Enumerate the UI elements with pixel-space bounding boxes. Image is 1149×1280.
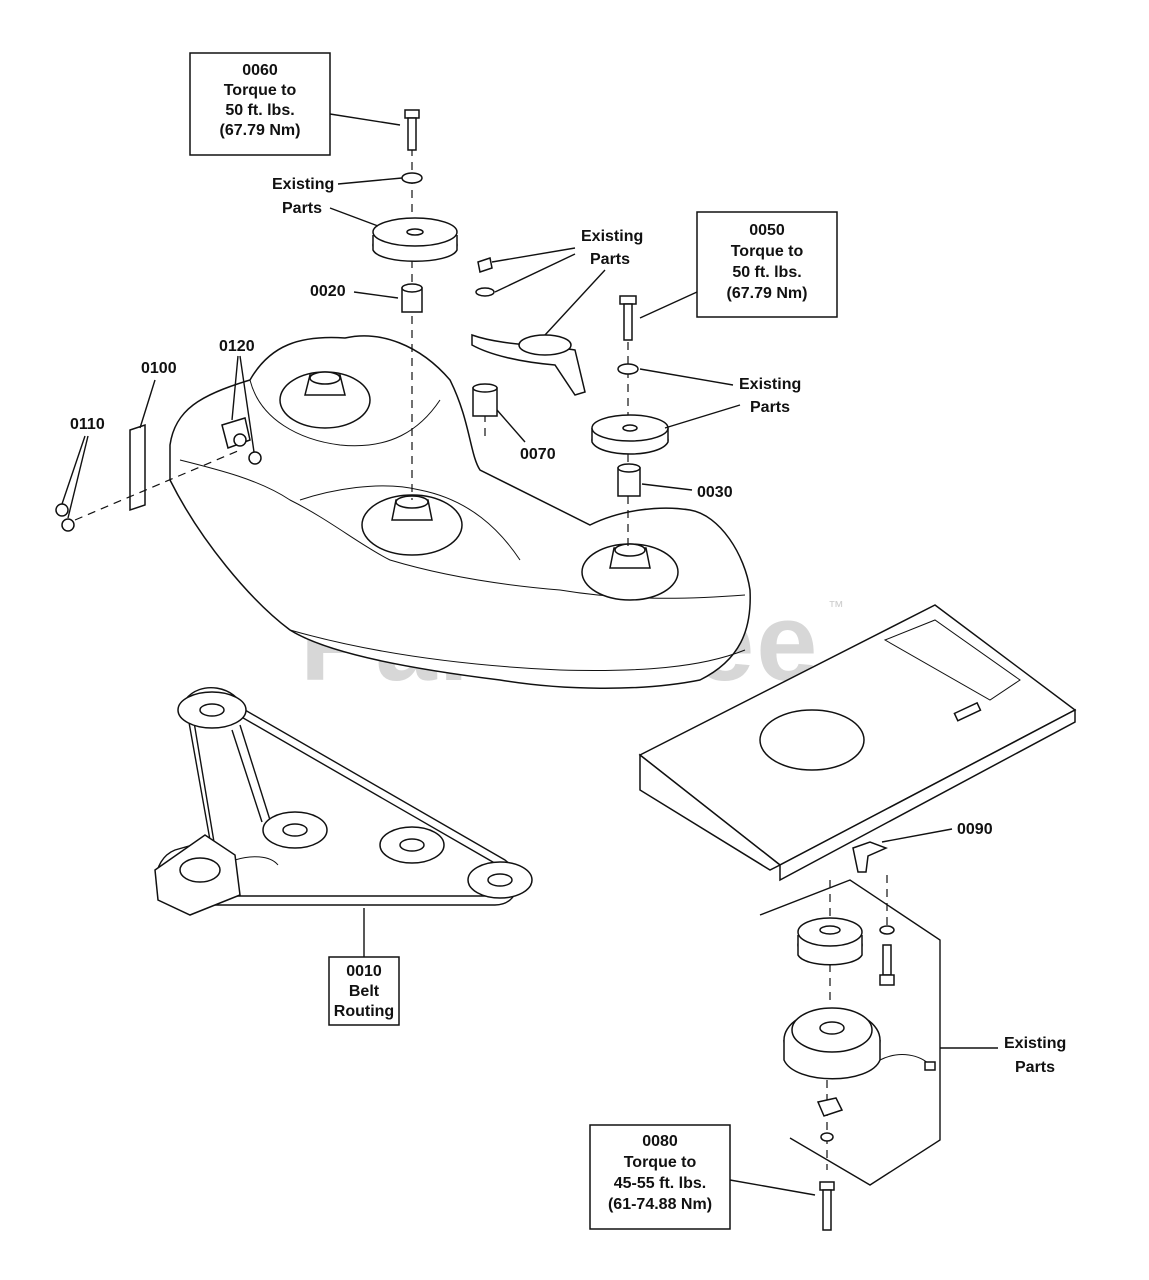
label-0090: 0090 — [957, 821, 993, 838]
bolt-0080 — [819, 1181, 835, 1231]
leader-0100 — [139, 379, 156, 429]
spindle-right — [581, 543, 679, 601]
leader-existing-2c — [544, 269, 606, 336]
callout-box-0080: 0080 Torque to 45-55 ft. lbs. (61-74.88 … — [589, 1124, 731, 1230]
bracket-0100 — [129, 423, 146, 512]
callout-0050-line-4: (67.79 Nm) — [727, 285, 808, 302]
tractor-frame — [638, 604, 1077, 882]
existing-parts-bracket — [759, 879, 941, 1186]
bolt-0050 — [619, 295, 637, 341]
label-existing-parts-1-line-2: Parts — [282, 200, 322, 217]
label-0100: 0100 — [141, 360, 177, 377]
spindle-left — [279, 371, 371, 429]
label-existing-parts-2-line-2: Parts — [590, 251, 630, 268]
leader-existing-2b — [494, 253, 576, 293]
belt-idler-bracket — [154, 834, 279, 916]
leader-existing-1a — [337, 177, 403, 185]
bolt-0060 — [404, 109, 420, 151]
leader-0030 — [641, 483, 693, 491]
callout-0060-line-3: 50 ft. lbs. — [225, 102, 294, 119]
callout-0060-line-1: 0060 — [242, 62, 278, 79]
callout-0080-line-3: 45-55 ft. lbs. — [614, 1175, 706, 1192]
leader-existing-3b — [664, 404, 741, 429]
clutch-washer — [820, 1132, 834, 1142]
rod-0090 — [852, 841, 888, 873]
callout-0050-line-1: 0050 — [749, 222, 785, 239]
leader-0020 — [353, 291, 399, 299]
callout-0050-line-3: 50 ft. lbs. — [732, 264, 801, 281]
callout-0010-line-3: Routing — [334, 1003, 394, 1020]
leader-0110a — [61, 435, 86, 505]
nuts-0110 — [55, 503, 75, 532]
callout-0050-line-2: Torque to — [731, 243, 804, 260]
spacer-0030 — [617, 463, 641, 497]
label-existing-parts-3-line-1: Existing — [739, 376, 801, 393]
callout-0080-line-4: (61-74.88 Nm) — [608, 1196, 712, 1213]
clutch-pulley — [797, 917, 863, 966]
callout-0010-line-1: 0010 — [346, 963, 382, 980]
leader-existing-3a — [639, 368, 734, 386]
belt-pulley-right — [467, 861, 533, 899]
callout-0080-line-2: Torque to — [624, 1154, 697, 1171]
mower-deck — [169, 335, 751, 690]
spindle-center — [361, 494, 463, 556]
leader-0060 — [329, 113, 401, 126]
label-existing-parts-2-line-1: Existing — [581, 228, 643, 245]
callout-box-0010: 0010 Belt Routing — [328, 956, 400, 1026]
label-existing-parts-4-line-2: Parts — [1015, 1059, 1055, 1076]
clutch-key — [816, 1097, 844, 1117]
label-0120: 0120 — [219, 338, 255, 355]
washer-right — [617, 363, 639, 375]
watermark-trademark: ™ — [828, 599, 844, 616]
leader-0080 — [729, 1179, 816, 1196]
label-0020: 0020 — [310, 283, 346, 300]
label-existing-parts-1-line-1: Existing — [272, 176, 334, 193]
callout-0060-line-2: Torque to — [224, 82, 297, 99]
belt-pulley-mid-left — [262, 811, 328, 849]
assembly-line-bracket — [74, 449, 241, 521]
callout-0060-line-4: (67.79 Nm) — [220, 122, 301, 139]
leader-0050 — [639, 291, 698, 319]
washer-top — [401, 172, 423, 184]
callout-0010-line-2: Belt — [349, 983, 380, 1000]
label-0030: 0030 — [697, 484, 733, 501]
label-0110: 0110 — [70, 416, 105, 433]
pulley-left — [372, 217, 458, 262]
electric-clutch — [783, 1007, 936, 1080]
leader-0120a — [231, 355, 239, 421]
spacer-0020 — [401, 283, 423, 313]
label-0070: 0070 — [520, 446, 556, 463]
label-existing-parts-4-line-1: Existing — [1004, 1035, 1066, 1052]
pulley-right — [591, 414, 669, 455]
idler-arm — [471, 257, 586, 396]
leader-0090 — [881, 828, 953, 843]
belt-routing — [154, 686, 533, 916]
bolts-0120 — [221, 417, 262, 465]
belt-pulley-mid-right — [379, 826, 445, 864]
callout-box-0060: 0060 Torque to 50 ft. lbs. (67.79 Nm) — [189, 52, 331, 156]
leader-existing-1b — [329, 207, 379, 227]
label-existing-parts-3-line-2: Parts — [750, 399, 790, 416]
callout-box-0050: 0050 Torque to 50 ft. lbs. (67.79 Nm) — [696, 211, 838, 318]
bushing-0070 — [472, 383, 498, 417]
callout-0080-line-1: 0080 — [642, 1133, 678, 1150]
leader-0120b — [239, 355, 255, 453]
leader-existing-2a — [491, 247, 576, 263]
leader-0110b — [67, 435, 89, 519]
belt-pulley-top — [177, 691, 247, 729]
clutch-bolt-side — [879, 925, 895, 986]
leader-0070 — [496, 409, 526, 443]
